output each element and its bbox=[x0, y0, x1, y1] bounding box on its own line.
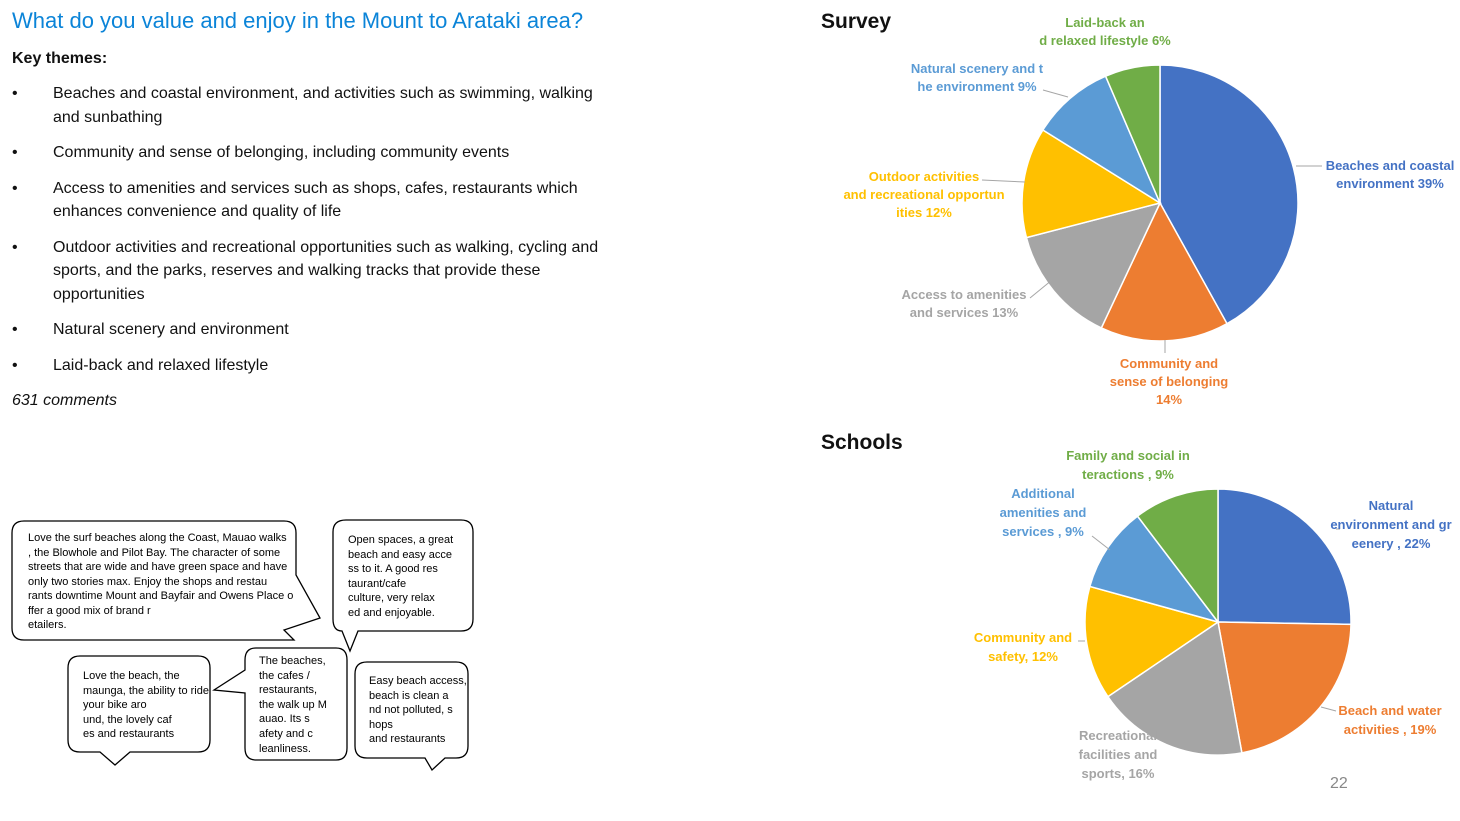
pie-slice bbox=[1217, 621, 1352, 754]
pie-slice bbox=[1136, 488, 1219, 625]
speech-bubble bbox=[212, 647, 348, 761]
speech-bubble bbox=[11, 520, 321, 641]
quote-text: Love the surf beaches along the Coast, M… bbox=[28, 532, 293, 631]
pie-slice bbox=[1025, 201, 1162, 329]
speech-bubble bbox=[354, 661, 469, 772]
schools-chart-title: Schools bbox=[821, 431, 903, 454]
pie-slice bbox=[1104, 64, 1161, 204]
theme-text: Beaches and coastal environment, and act… bbox=[53, 85, 593, 126]
theme-item: •Community and sense of belonging, inclu… bbox=[12, 144, 510, 161]
theme-text: Access to amenities and services such as… bbox=[53, 179, 578, 221]
theme-text: Laid-back and relaxed lifestyle bbox=[53, 356, 269, 374]
theme-item: •Beaches and coastal environment, and ac… bbox=[12, 85, 593, 126]
slice-leader-line bbox=[981, 179, 1026, 183]
theme-text: Outdoor activities and recreational oppo… bbox=[53, 238, 599, 303]
slice-leader-line bbox=[1091, 535, 1111, 551]
theme-item: •Laid-back and relaxed lifestyle bbox=[12, 356, 269, 374]
slice-leader-line bbox=[1320, 706, 1337, 712]
pie-slice bbox=[1106, 620, 1243, 756]
speech-bubble bbox=[67, 655, 211, 766]
theme-item: •Outdoor activities and recreational opp… bbox=[12, 238, 599, 303]
pie-slice bbox=[1217, 488, 1352, 626]
comments-count: 631 comments bbox=[12, 392, 117, 409]
theme-text: Community and sense of belonging, includ… bbox=[53, 144, 510, 161]
quote-bubbles: Love the surf beaches along the Coast, M… bbox=[11, 519, 474, 772]
slice-leader-line bbox=[1042, 89, 1069, 98]
speech-bubble bbox=[332, 519, 474, 653]
slice-leader-line bbox=[1029, 279, 1053, 299]
pie-slice bbox=[1041, 75, 1162, 205]
page-title: What do you value and enjoy in the Mount… bbox=[12, 8, 584, 33]
key-themes-heading: Key themes: bbox=[12, 50, 108, 67]
pie-slice bbox=[1159, 64, 1299, 325]
theme-item: •Natural scenery and environment bbox=[12, 321, 289, 338]
pie-slice bbox=[1084, 585, 1220, 698]
theme-item: •Access to amenities and services such a… bbox=[12, 179, 578, 221]
page-number: 22 bbox=[1330, 775, 1348, 792]
pie-slice bbox=[1088, 515, 1220, 624]
survey-chart-title: Survey bbox=[821, 10, 892, 33]
themes-list: •Beaches and coastal environment, and ac… bbox=[12, 82, 612, 389]
quote-text: The beaches,the cafes /restaurants,the w… bbox=[259, 655, 327, 755]
theme-text: Natural scenery and environment bbox=[53, 321, 289, 338]
